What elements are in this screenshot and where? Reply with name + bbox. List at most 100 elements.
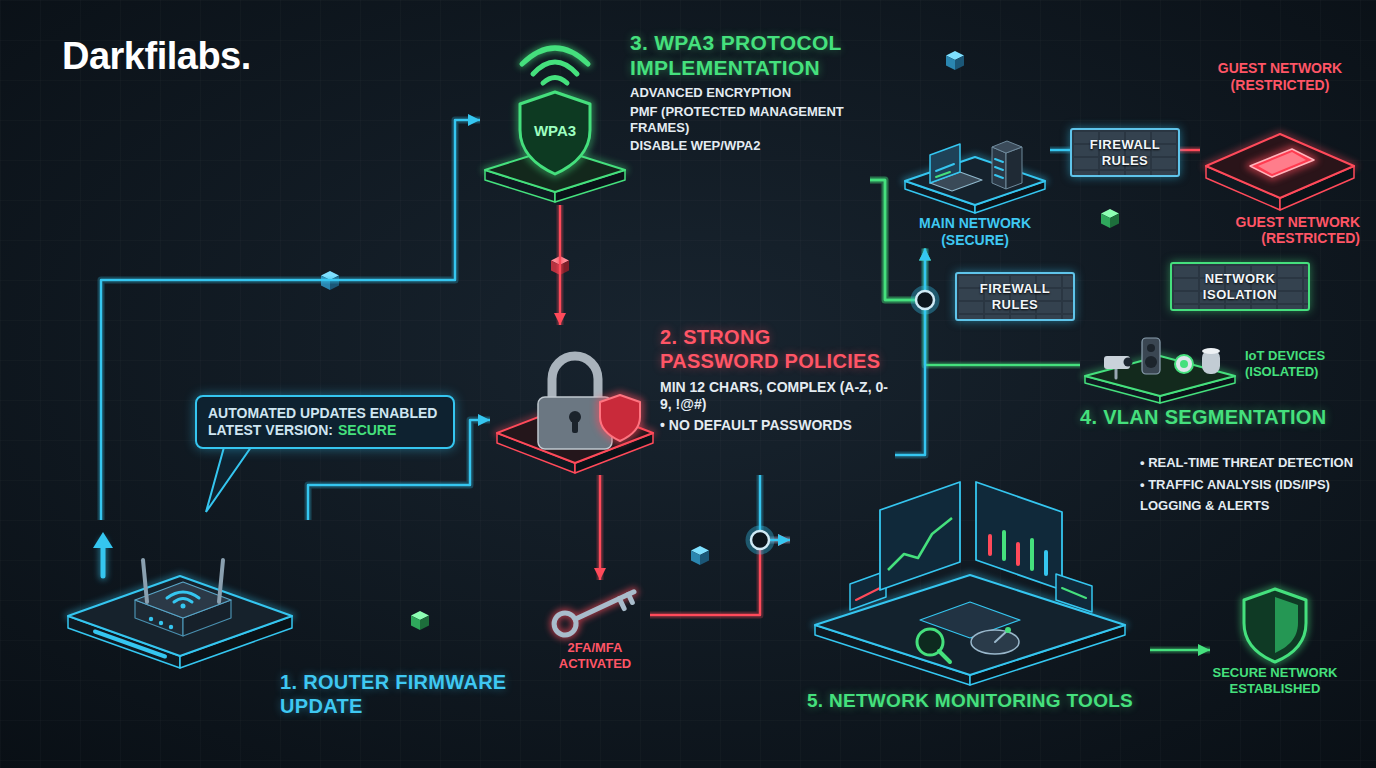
secure-art — [1210, 585, 1340, 665]
secure-art-part — [1210, 585, 1340, 665]
step-title: 4. VLAN SEGMENTATION — [1080, 405, 1360, 429]
router-platform: 1. ROUTER FIRMWARE UPDATE — [55, 520, 515, 718]
feature-note: LOGGING & ALERTS — [1140, 498, 1355, 514]
node-row — [790, 470, 1150, 690]
connector-glow — [1180, 147, 1200, 154]
node-row: FIREWALL RULES — [963, 281, 1067, 312]
node-row: FIREWALL RULES — [1078, 137, 1172, 168]
iot-art-part — [1115, 368, 1118, 378]
node-text: IoT DEVICES (ISOLATED) — [1245, 348, 1360, 379]
data-cube — [946, 51, 964, 70]
monitoring-platform: 5. NETWORK MONITORING TOOLS — [790, 470, 1150, 713]
guest-art — [1200, 94, 1360, 214]
text-column: 3. WPA3 PROTOCOL IMPLEMENTATIONADVANCED … — [630, 30, 870, 154]
iot-art-part — [1180, 360, 1188, 368]
connector-line — [1050, 149, 1070, 152]
node-row: GUEST NETWORK (RESTRICTED) — [1200, 60, 1360, 94]
main-art-part — [995, 159, 1003, 162]
node-row: 4. VLAN SEGMENTATION — [1080, 405, 1360, 429]
iot-art-part — [1202, 348, 1220, 354]
step-title: 5. NETWORK MONITORING TOOLS — [790, 690, 1150, 713]
secure-shield: SECURE NETWORK ESTABLISHED — [1210, 585, 1340, 696]
node-row: 2. STRONG PASSWORD POLICIESMIN 12 CHARS,… — [490, 325, 895, 475]
main-art-part — [905, 157, 1045, 205]
data-cube — [1101, 209, 1119, 228]
monitor-art-part — [939, 651, 950, 662]
key-art-part — [550, 582, 638, 639]
connector-line — [1180, 149, 1200, 152]
connector-line — [870, 180, 925, 300]
connector-glow — [557, 205, 564, 325]
node-row: NETWORK ISOLATION — [1178, 271, 1302, 302]
mfa-key: 2FA/MFA ACTIVATED — [540, 580, 650, 671]
monitor-art-part — [888, 518, 952, 570]
iot-art-part — [1175, 355, 1193, 373]
junction-glow — [913, 288, 937, 312]
key-art-part — [550, 582, 638, 639]
key-art-part — [575, 592, 634, 619]
node-row: 5. NETWORK MONITORING TOOLS — [790, 690, 1150, 713]
iot-art-part — [1124, 358, 1133, 367]
node-text: FIREWALL RULES — [1078, 137, 1172, 168]
lock-art-part — [572, 419, 578, 433]
isolation-wall: NETWORK ISOLATION — [1170, 262, 1310, 311]
node-row — [540, 580, 650, 640]
firewall-wall: FIREWALL RULES — [955, 272, 1075, 321]
text-column: 2. STRONG PASSWORD POLICIESMIN 12 CHARS,… — [660, 325, 895, 433]
node-row: SECURE NETWORK ESTABLISHED — [1210, 665, 1340, 696]
arrow-head — [778, 534, 790, 546]
connector — [594, 475, 606, 580]
node-text: SECURE — [338, 422, 396, 439]
step-title: 3. WPA3 PROTOCOL IMPLEMENTATION — [630, 30, 870, 80]
monitor-art-part — [1030, 540, 1034, 569]
arrow-head — [1198, 644, 1210, 656]
wpa3-art-part — [533, 62, 577, 74]
lock-art — [490, 325, 660, 475]
connector — [895, 249, 931, 455]
connector-glow — [895, 249, 925, 455]
router-art-part — [149, 617, 153, 621]
guest-art-part — [1200, 94, 1360, 214]
router-art-part — [169, 625, 173, 629]
connector — [101, 114, 480, 520]
secure-art-part — [1275, 597, 1298, 653]
connector-line — [895, 249, 925, 455]
node-text: LATEST VERSION: — [208, 422, 333, 439]
connector-glow — [870, 180, 925, 300]
node-text: MAIN NETWORK (SECURE) — [900, 215, 1050, 249]
junction-dot — [751, 531, 769, 549]
guest-art-part — [1206, 134, 1354, 198]
monitor-art-part — [880, 482, 960, 590]
router-art-part — [181, 604, 186, 609]
feature-note: • REAL-TIME THREAT DETECTION — [1140, 455, 1355, 471]
router-art-part — [68, 576, 292, 656]
iot-art-part — [1147, 344, 1155, 352]
guest-art-part — [1250, 149, 1314, 177]
node-row: 1. ROUTER FIRMWARE UPDATE — [55, 670, 515, 718]
brand-logo: Darkfilabs. — [62, 34, 251, 80]
feature-note: • TRAFFIC ANALYSIS (IDS/IPS) — [1140, 477, 1355, 493]
node-text: NETWORK ISOLATION — [1178, 271, 1302, 302]
monitor-art-part — [976, 482, 1062, 590]
connector-glow — [870, 180, 1080, 365]
connector-line — [599, 475, 602, 580]
iot-platform: IoT DEVICES (ISOLATED) 4. VLAN SEGMENTATI… — [1080, 330, 1360, 429]
node-text: MIN 12 CHARS, COMPLEX (A-Z, 0-9, !@#) — [660, 379, 895, 413]
arrow-head — [478, 414, 490, 426]
monitor-art-part — [971, 630, 1019, 654]
node-row: MAIN NETWORK (SECURE) — [900, 215, 1050, 249]
connector-glow — [1050, 147, 1070, 154]
node-row — [1200, 94, 1360, 214]
node-text: • NO DEFAULT PASSWORDS — [660, 417, 895, 434]
router-art-part — [93, 532, 113, 548]
monitor-art-part — [790, 470, 1150, 690]
router-art-part — [143, 560, 147, 602]
router-art-part — [95, 632, 165, 657]
key-art-part — [619, 599, 624, 609]
connector — [554, 205, 566, 325]
data-cube — [411, 611, 429, 630]
node-row: GUEST NETWORK (RESTRICTED) — [1200, 214, 1360, 248]
node-text: GUEST NETWORK (RESTRICTED) — [1200, 60, 1360, 94]
